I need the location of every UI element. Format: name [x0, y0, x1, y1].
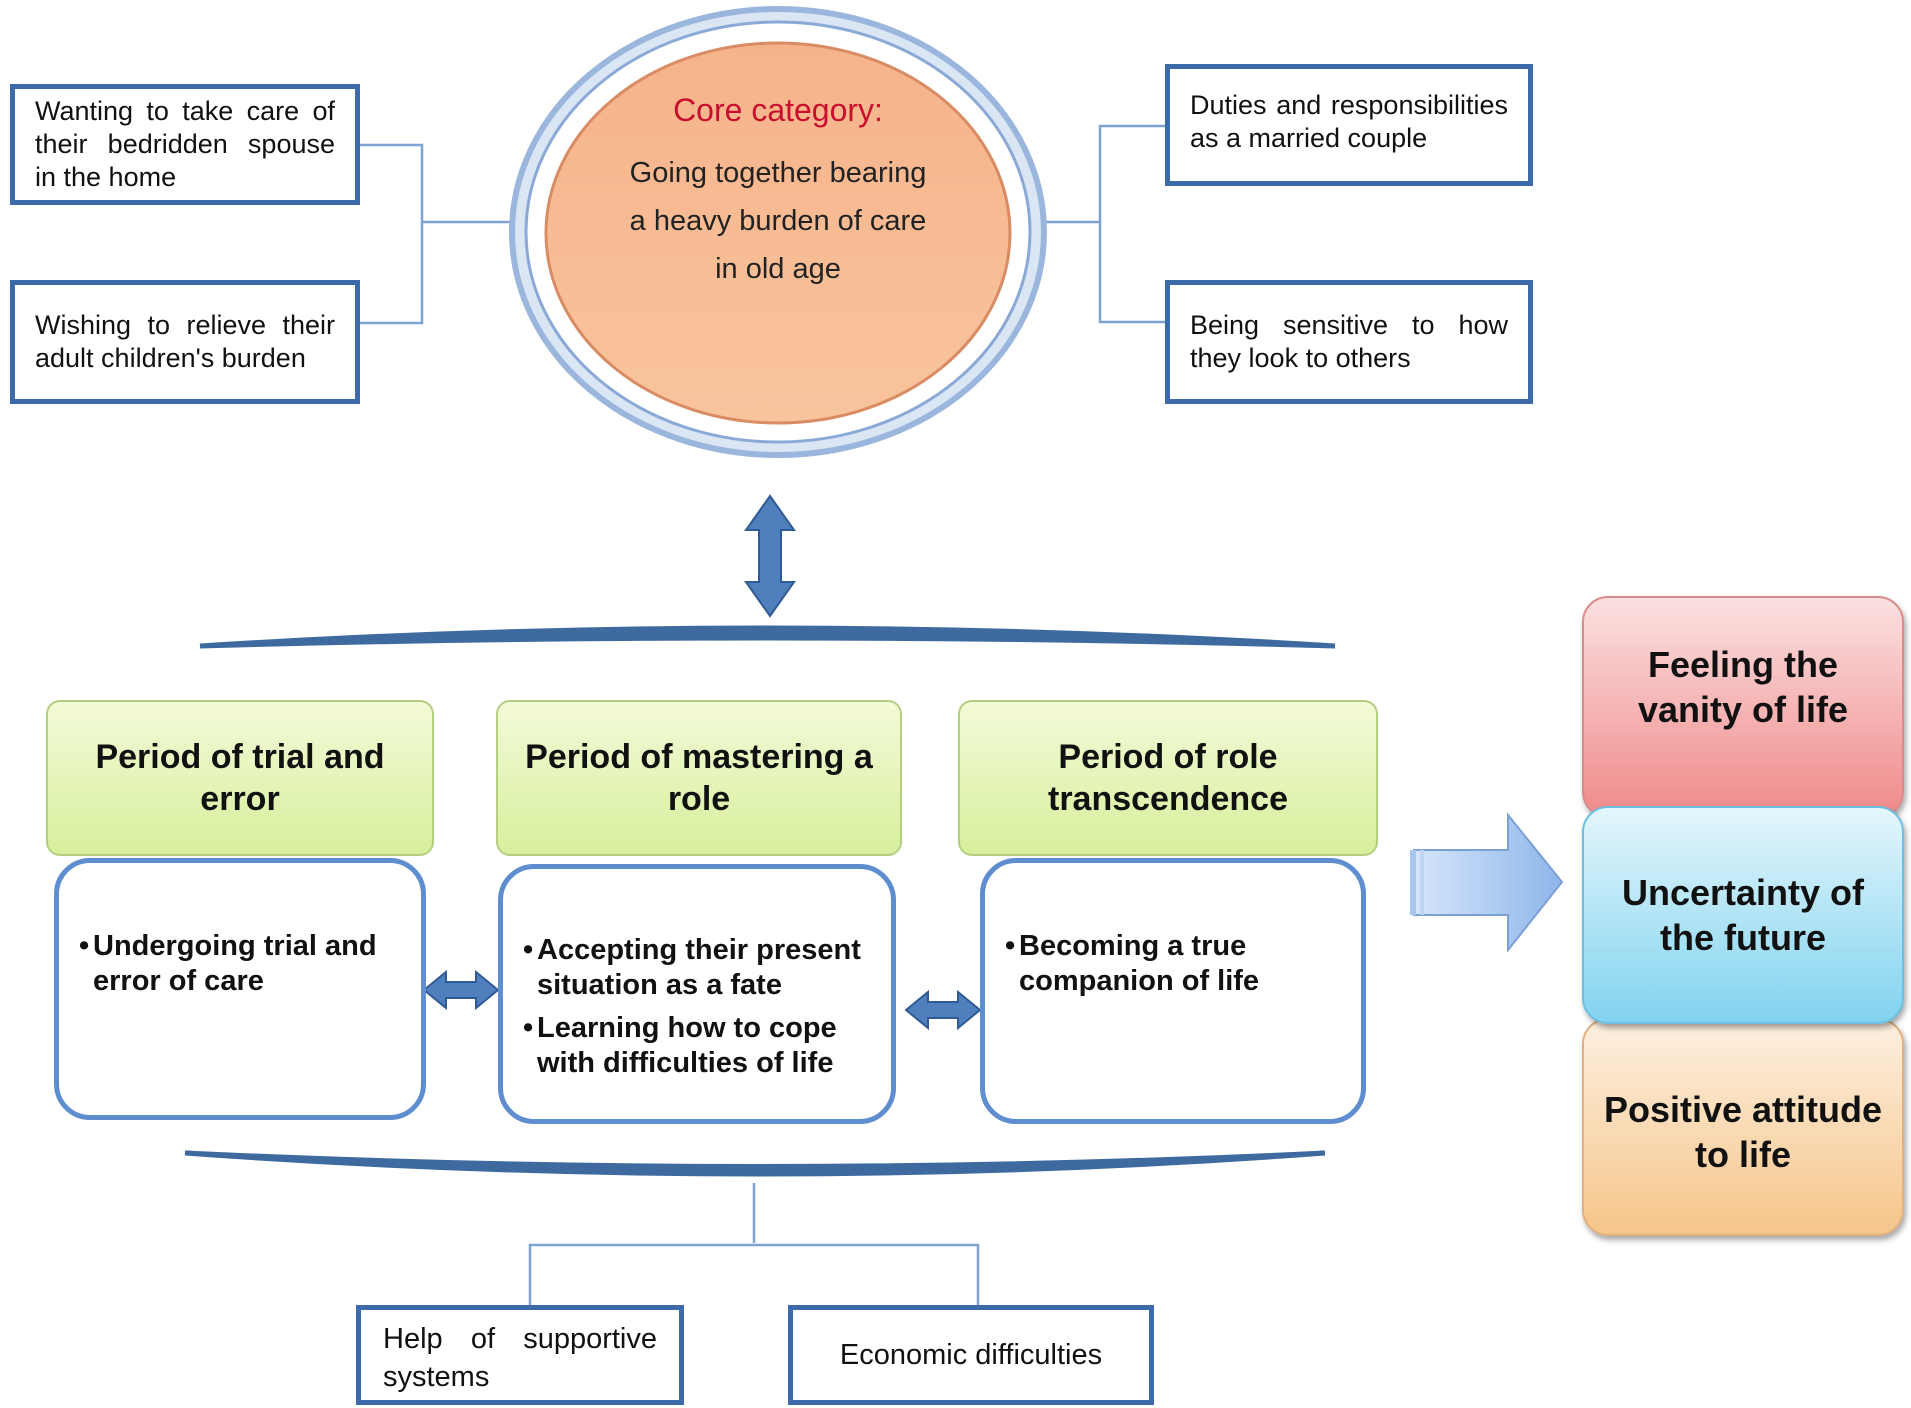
- phase-arrow-2: [904, 989, 982, 1031]
- phase-title-line: role: [667, 780, 731, 818]
- outcome-line: Feeling the: [1647, 644, 1838, 685]
- phase-title-line: Period of role: [1058, 738, 1278, 776]
- core-ellipse: [509, 6, 1047, 458]
- box-line: adult children's burden: [35, 343, 306, 373]
- outcome-line: vanity of life: [1637, 689, 1849, 730]
- box-line: Duties and responsibilities: [1190, 90, 1508, 120]
- box-line: Being sensitive to how: [1190, 310, 1508, 340]
- box-line: their bedridden spouse: [35, 129, 335, 159]
- box-line: they look to others: [1190, 343, 1411, 373]
- factor-box-care-spouse: Wanting to take care of their bedridden …: [10, 84, 360, 205]
- outcome-arrow: [1410, 812, 1564, 953]
- vertical-double-arrow: [744, 494, 796, 618]
- box-line: Wanting to take care of: [35, 96, 335, 126]
- factor-connector: [528, 1183, 980, 1305]
- item-line: companion of life: [1019, 965, 1260, 997]
- core-line: Going together bearing: [629, 157, 927, 189]
- factor-box-relieve-children: Wishing to relieve their adult children'…: [10, 280, 360, 404]
- core-description: Going together bearing a heavy burden of…: [598, 149, 958, 293]
- phase-body-transcendence: Becoming a true companion of life: [980, 858, 1366, 1124]
- box-line: systems: [383, 1361, 490, 1393]
- factor-box-duties: Duties and responsibilities as a married…: [1165, 64, 1533, 186]
- outcome-line: to life: [1695, 1134, 1791, 1175]
- box-line: Help of supportive: [383, 1323, 657, 1355]
- core-category: Core category: Going together bearing a …: [598, 92, 958, 293]
- phase-title-line: transcendence: [1048, 780, 1288, 818]
- phase-header-mastering: Period of mastering a role: [496, 700, 902, 856]
- outcome-vanity-of-life: Feeling the vanity of life: [1582, 596, 1904, 818]
- top-brace: [199, 625, 1336, 649]
- outcome-line: Uncertainty of: [1621, 872, 1865, 913]
- box-line: in the home: [35, 162, 177, 192]
- box-line: Economic difficulties: [839, 1339, 1103, 1371]
- item-line: error of care: [93, 965, 264, 997]
- phase-body-trial: Undergoing trial and error of care: [54, 858, 426, 1120]
- box-line: as a married couple: [1190, 123, 1428, 153]
- phase-item: Learning how to cope with difficulties o…: [523, 1011, 871, 1081]
- box-line: Wishing to relieve their: [35, 310, 335, 340]
- core-line: in old age: [715, 253, 841, 285]
- phase-item: Becoming a true companion of life: [1005, 929, 1341, 999]
- outcome-uncertainty: Uncertainty of the future: [1582, 806, 1904, 1024]
- phase-title-line: Period of mastering a: [525, 738, 873, 776]
- bottom-brace: [184, 1150, 1326, 1177]
- outcome-line: the future: [1659, 917, 1826, 958]
- item-line: situation as a fate: [537, 969, 782, 1001]
- item-line: Undergoing trial and: [93, 930, 377, 962]
- item-line: Becoming a true: [1019, 930, 1247, 962]
- factor-box-supportive-systems: Help of supportive systems: [356, 1305, 684, 1405]
- outcome-line: Positive attitude: [1603, 1089, 1883, 1130]
- factor-box-economic: Economic difficulties: [788, 1305, 1154, 1405]
- phase-item: Undergoing trial and error of care: [79, 929, 401, 999]
- factor-box-sensitive: Being sensitive to how they look to othe…: [1165, 280, 1533, 404]
- item-line: Learning how to cope: [537, 1012, 837, 1044]
- phase-body-mastering: Accepting their present situation as a f…: [498, 864, 896, 1124]
- phase-header-transcendence: Period of role transcendence: [958, 700, 1378, 856]
- phase-title-line: Period of trial and: [95, 738, 385, 776]
- phase-header-trial: Period of trial and error: [46, 700, 434, 856]
- phase-title-line: error: [200, 780, 280, 818]
- outcome-positive-attitude: Positive attitude to life: [1582, 1018, 1904, 1236]
- phase-item: Accepting their present situation as a f…: [523, 933, 871, 1003]
- item-line: Accepting their present: [537, 934, 861, 966]
- phase-arrow-1: [422, 969, 500, 1011]
- core-title: Core category:: [673, 92, 883, 128]
- item-line: with difficulties of life: [537, 1047, 834, 1079]
- core-line: a heavy burden of care: [629, 205, 927, 237]
